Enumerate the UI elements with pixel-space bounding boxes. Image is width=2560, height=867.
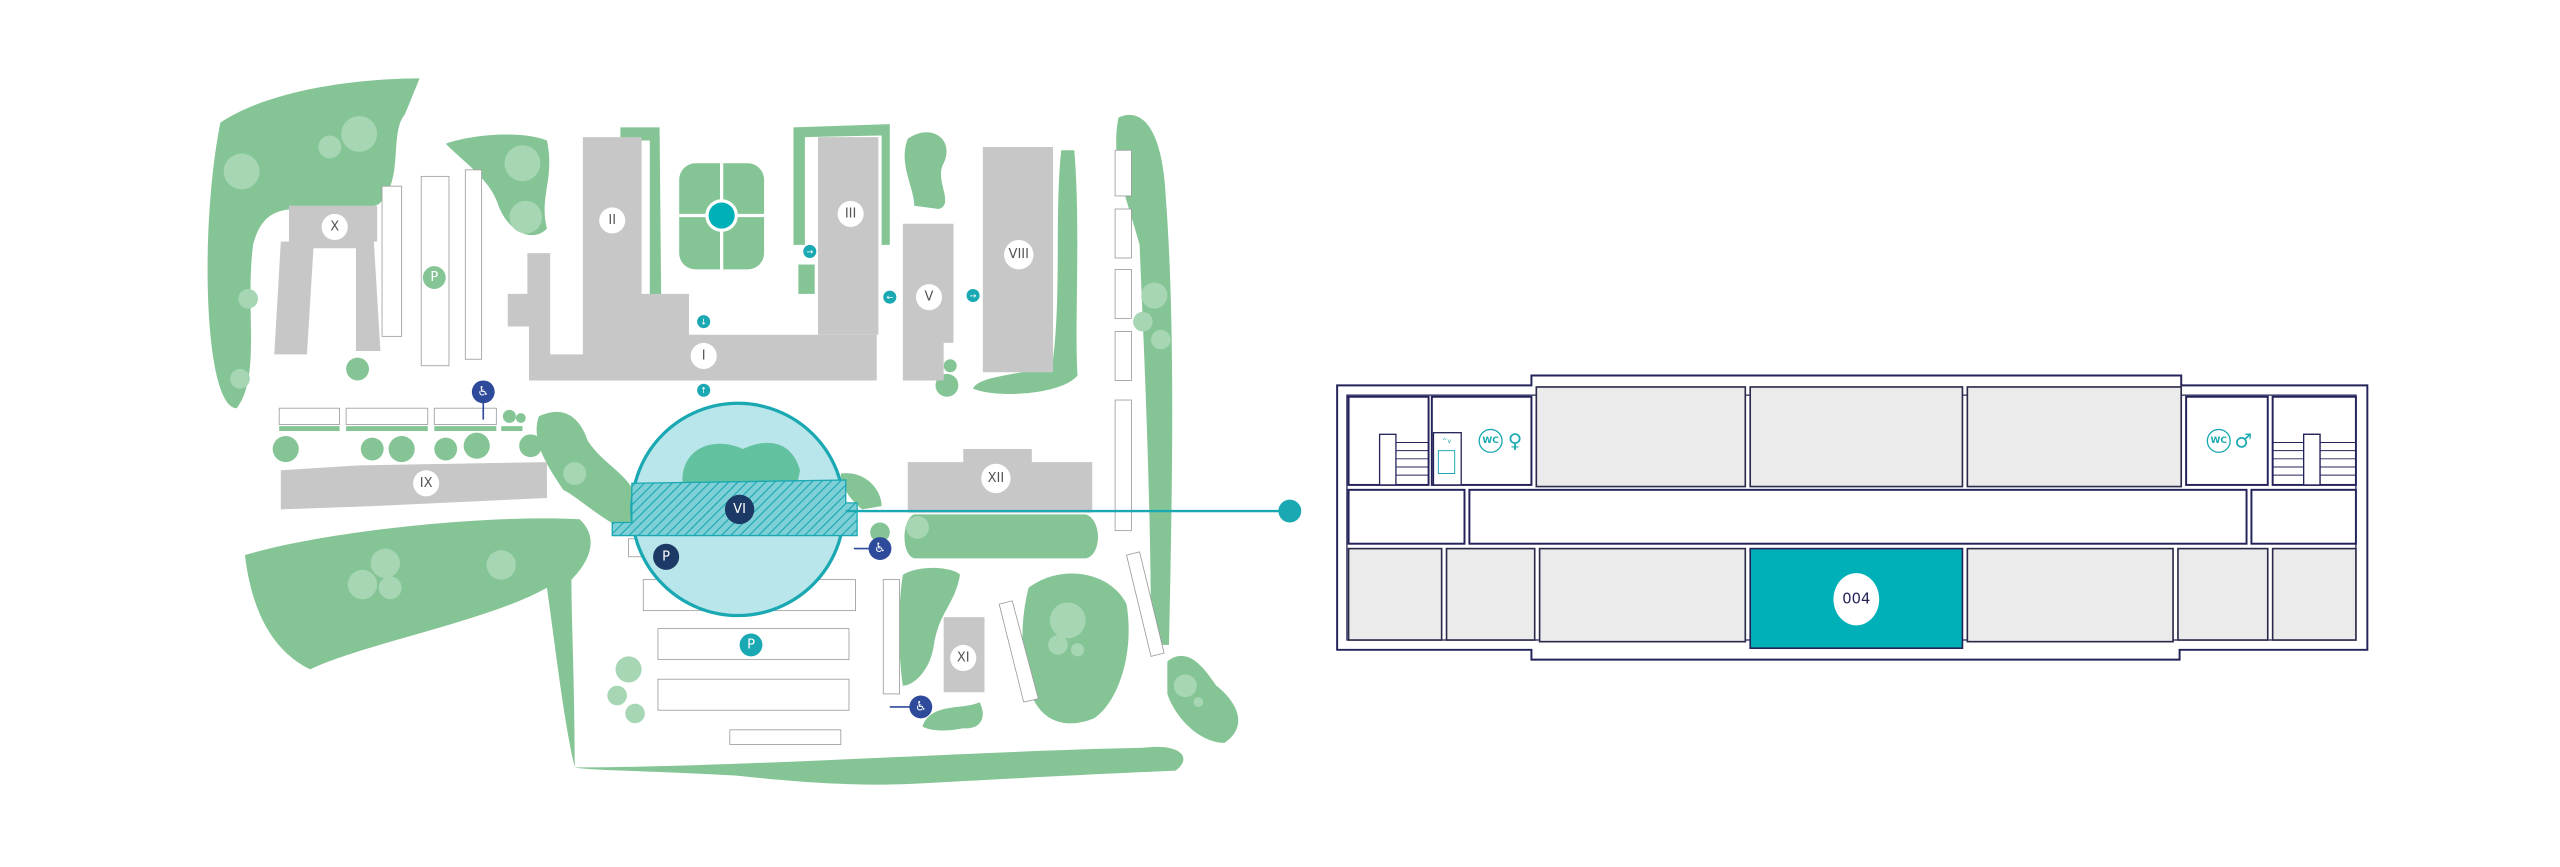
arrow-right-icon: → bbox=[803, 244, 817, 258]
building-xii[interactable]: XII bbox=[981, 463, 1011, 494]
wheelchair-icon[interactable]: ♿ bbox=[853, 537, 892, 561]
wheelchair-icon[interactable]: ♿ bbox=[889, 695, 933, 719]
building-labels: X II III V VIII I IX XII VI XI bbox=[321, 200, 1034, 672]
svg-text:→: → bbox=[970, 291, 977, 301]
wc-left[interactable]: WC bbox=[1478, 428, 1503, 453]
room[interactable] bbox=[1535, 386, 1747, 488]
building-label: XII bbox=[988, 471, 1005, 486]
building-vi[interactable]: VI bbox=[724, 494, 755, 525]
male-restroom-icon: ♂ bbox=[2234, 429, 2252, 452]
room[interactable] bbox=[1966, 386, 2183, 488]
building-xi[interactable]: XI bbox=[950, 644, 977, 672]
wc-label: WC bbox=[2211, 436, 2228, 446]
room[interactable] bbox=[1749, 386, 1964, 488]
building-label: III bbox=[845, 206, 857, 221]
parking-marker[interactable]: P bbox=[422, 266, 446, 290]
arrow-right-icon: → bbox=[966, 289, 980, 303]
wc-right[interactable]: WC bbox=[2206, 428, 2231, 453]
svg-text:♿: ♿ bbox=[915, 699, 927, 714]
room-004-selected[interactable]: 004 bbox=[1749, 547, 1964, 650]
wc-label: WC bbox=[1482, 436, 1499, 446]
svg-text:♿: ♿ bbox=[874, 541, 886, 556]
female-restroom-icon: ♀ bbox=[1508, 429, 1522, 452]
building-v[interactable]: V bbox=[915, 284, 943, 311]
arrow-up-icon: ↑ bbox=[697, 383, 711, 397]
wheelchair-icon[interactable]: ♿ bbox=[471, 380, 495, 420]
arrow-down-icon: ↓ bbox=[697, 315, 711, 329]
building-label: II bbox=[608, 213, 616, 228]
building-label: I bbox=[702, 348, 706, 363]
svg-text:↑: ↑ bbox=[700, 385, 707, 395]
room[interactable] bbox=[1445, 547, 1536, 641]
svg-text:↓: ↓ bbox=[700, 317, 707, 327]
room[interactable] bbox=[2271, 547, 2357, 641]
parking-icon: P bbox=[662, 549, 670, 564]
floor-plan: ^v WC ♀ WC ♂ 004 bbox=[1336, 374, 2369, 661]
room[interactable] bbox=[1538, 547, 1747, 643]
building-viii[interactable]: VIII bbox=[1004, 240, 1034, 270]
parking-icon: P bbox=[747, 637, 755, 652]
entrance-arrows: ↓ ↑ → ← → bbox=[697, 244, 980, 397]
building-label: XI bbox=[957, 650, 970, 665]
svg-text:→: → bbox=[806, 246, 813, 256]
elevator-arrows-icon: ^v bbox=[1442, 437, 1451, 445]
connector-dot bbox=[1278, 499, 1302, 523]
elevator-icon bbox=[1437, 450, 1456, 474]
room[interactable] bbox=[1347, 547, 1443, 641]
parking-markers: P P P bbox=[422, 266, 763, 657]
corridor bbox=[1468, 488, 2248, 545]
svg-text:♿: ♿ bbox=[477, 384, 489, 399]
room-label: 004 bbox=[1842, 591, 1870, 608]
building-i[interactable]: I bbox=[690, 342, 717, 370]
building-x[interactable]: X bbox=[321, 213, 348, 241]
building-label: X bbox=[330, 219, 339, 234]
svg-text:←: ← bbox=[886, 292, 893, 302]
room[interactable] bbox=[2177, 547, 2269, 641]
parking-icon: P bbox=[430, 270, 438, 285]
building-ix[interactable]: IX bbox=[413, 470, 440, 497]
accessible-markers: ♿ ♿ ♿ bbox=[471, 380, 933, 719]
building-ii[interactable]: II bbox=[599, 207, 626, 234]
building-label: VI bbox=[733, 502, 746, 517]
building-label: VIII bbox=[1009, 247, 1029, 262]
room[interactable] bbox=[1966, 547, 2174, 643]
arrow-left-icon: ← bbox=[883, 290, 897, 304]
parking-marker[interactable]: P bbox=[653, 543, 680, 570]
parking-marker[interactable]: P bbox=[739, 633, 763, 657]
building-label: IX bbox=[420, 476, 433, 491]
green-areas bbox=[207, 78, 1239, 785]
building-iii[interactable]: III bbox=[837, 200, 864, 227]
building-label: V bbox=[925, 290, 934, 305]
